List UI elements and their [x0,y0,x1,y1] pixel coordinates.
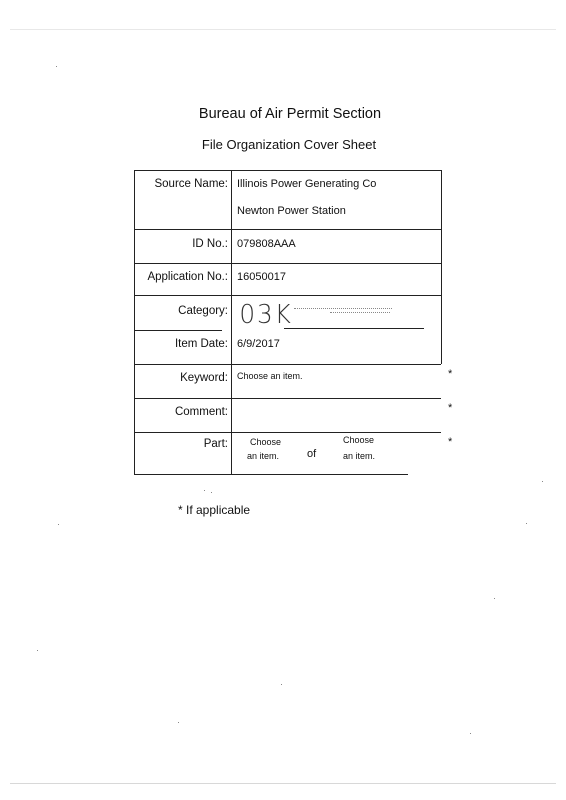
category-dotted-line [330,312,390,313]
scan-speck [58,524,59,525]
form-column-divider [231,170,232,475]
form-right-border [441,170,442,364]
row-divider [134,295,441,296]
part-label: Part: [203,438,228,450]
part-first-select-line1[interactable]: Choose [250,437,282,447]
keyword-label: Keyword: [180,372,228,384]
row-divider [134,229,441,230]
category-handwritten-value: 03K [239,300,293,330]
row-divider [134,364,441,365]
keyword-select[interactable]: Choose an item. [237,371,303,381]
category-dotted-line [294,308,392,309]
page-title: Bureau of Air Permit Section [198,106,382,122]
form-left-border [134,170,135,475]
row-divider [134,398,441,399]
part-second-select-line1[interactable]: Choose [343,435,375,445]
part-required-marker: * [448,436,453,448]
source-name-label: Source Name: [154,178,228,190]
keyword-required-marker: * [448,368,453,380]
row-divider [134,330,222,331]
source-name-value-line1: Illinois Power Generating Co [237,178,377,190]
part-second-select-line2[interactable]: an item. [343,451,376,461]
application-no-label: Application No.: [147,271,228,283]
id-no-label: ID No.: [192,238,228,250]
scan-speck [542,481,543,482]
footnote: * If applicable [178,503,251,517]
form-bottom-border [134,474,408,475]
page-subtitle: File Organization Cover Sheet [201,137,377,152]
item-date-label: Item Date: [174,338,228,350]
part-first-select-line2[interactable]: an item. [247,451,280,461]
scan-speck [37,650,38,651]
scan-speck [56,66,57,67]
row-divider [284,328,424,329]
scan-speck [178,722,179,723]
category-label: Category: [178,305,228,317]
row-divider [134,432,441,433]
application-no-value: 16050017 [237,271,286,283]
page-edge-top [10,29,556,30]
scan-speck [281,684,282,685]
id-no-value: 079808AAA [237,238,296,250]
form-top-border [134,170,441,171]
scan-speck [204,490,205,491]
row-divider [134,263,441,264]
source-name-value-line2: Newton Power Station [237,205,346,217]
item-date-value: 6/9/2017 [237,338,280,350]
scan-speck [526,523,527,524]
comment-required-marker: * [448,402,453,414]
part-of-text: of [307,448,317,460]
page-edge-bottom [10,783,556,784]
scan-speck [494,598,495,599]
scan-speck [211,492,212,493]
comment-label: Comment: [174,406,228,418]
cover-sheet-form: Source Name: Illinois Power Generating C… [134,170,452,475]
scan-speck [470,733,471,734]
